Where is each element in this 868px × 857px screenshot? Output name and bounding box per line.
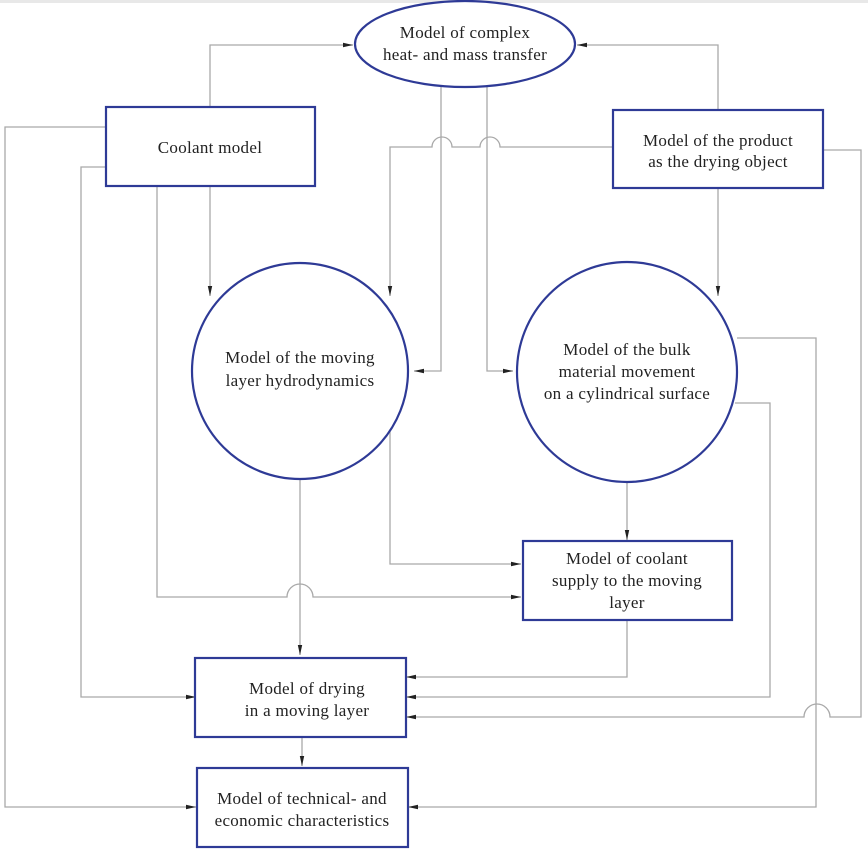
node-product: Model of the product as the drying objec…	[611, 108, 825, 190]
edge-heat-mass-bulk	[486, 86, 513, 374]
edge-product-heat-mass	[577, 42, 719, 110]
node-coolant-line-1: Coolant model	[158, 138, 262, 157]
node-hydro-line-1: Model of the moving	[225, 348, 375, 367]
edge-coolant-supply	[156, 186, 521, 600]
node-product-line-1: Model of the product	[643, 131, 793, 150]
edge-coolant-drying	[80, 166, 196, 700]
node-techecon-line-2: economic characteristics	[215, 811, 390, 830]
node-heat-mass-line-2: heat- and mass transfer	[383, 45, 547, 64]
node-bulk-line-3: on a cylindrical surface	[544, 384, 710, 403]
node-coolant: Coolant model	[104, 105, 317, 188]
node-hydro-line-2: layer hydrodynamics	[226, 371, 375, 390]
node-heat-mass-line-1: Model of complex	[400, 23, 531, 42]
node-supply-line-1: Model of coolant	[566, 549, 688, 568]
edge-product-drying	[406, 149, 862, 720]
edge-hydro-supply	[389, 429, 521, 567]
edge-heat-mass-hydro	[414, 86, 442, 374]
node-bulk-line-1: Model of the bulk	[563, 340, 691, 359]
node-supply-line-3: layer	[609, 593, 645, 612]
node-drying-line-1: Model of drying	[249, 679, 365, 698]
top-border	[0, 0, 868, 3]
edge-coolant-techecon	[4, 126, 196, 810]
node-supply: Model of coolant supply to the moving la…	[521, 539, 734, 622]
node-drying: Model of drying in a moving layer	[193, 656, 408, 739]
node-product-line-2: as the drying object	[648, 152, 788, 171]
node-techecon-line-1: Model of technical- and	[217, 789, 387, 808]
edge-bulk-drying	[406, 402, 771, 700]
node-techecon: Model of technical- and economic charact…	[195, 766, 410, 849]
node-hydro: Model of the moving layer hydrodynamics	[190, 261, 410, 481]
edge-product-hydro	[387, 136, 612, 296]
node-bulk-line-2: material movement	[559, 362, 696, 381]
connectors	[4, 42, 862, 810]
node-bulk: Model of the bulk material movement on a…	[515, 260, 739, 484]
edge-coolant-heat-mass	[209, 42, 353, 107]
edge-bulk-techecon	[408, 337, 817, 810]
edge-supply-drying	[406, 621, 628, 680]
node-drying-line-2: in a moving layer	[245, 701, 370, 720]
node-heat-mass: Model of complex heat- and mass transfer	[353, 0, 577, 89]
node-supply-line-2: supply to the moving	[552, 571, 702, 590]
